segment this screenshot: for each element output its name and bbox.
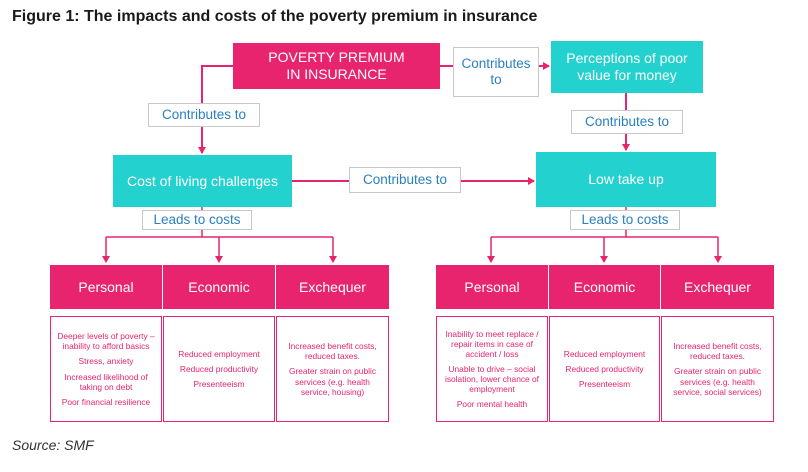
leads-to-costs-label-left: Leads to costs: [142, 210, 252, 230]
contributes-to-label-middle: Contributes to: [349, 167, 461, 193]
detail-item: Presenteeism: [193, 379, 245, 390]
figure-title: Figure 1: The impacts and costs of the p…: [12, 8, 538, 25]
detail-item: Deeper levels of poverty – inability to …: [57, 331, 155, 352]
detail-item: Reduced employment: [178, 348, 260, 359]
contributes-to-label-top: Contributes to: [453, 47, 539, 97]
detail-item: Stress, anxiety: [78, 356, 134, 367]
left-category-economic: Economic: [163, 265, 275, 309]
detail-item: Poor mental health: [456, 399, 528, 410]
perceptions-node: Perceptions of poor value for money: [551, 41, 703, 93]
detail-item: Reduced employment: [563, 348, 646, 359]
detail-item: Increased benefit costs, reduced taxes.: [288, 341, 377, 362]
left-category-exchequer: Exchequer: [276, 265, 389, 309]
detail-item: Inability to meet replace / repair items…: [445, 328, 539, 359]
right-category-personal: Personal: [436, 265, 548, 309]
detail-item: Reduced productivity: [565, 363, 644, 374]
right-detail-personal: Inability to meet replace / repair items…: [436, 316, 548, 422]
right-category-exchequer: Exchequer: [661, 265, 774, 309]
detail-item: Greater strain on public services (e.g. …: [288, 366, 377, 397]
right-detail-economic: Reduced employment Reduced productivity …: [549, 316, 660, 422]
detail-item: Increased likelihood of taking on debt: [64, 371, 148, 392]
left-detail-personal: Deeper levels of poverty – inability to …: [50, 316, 162, 422]
contributes-to-label-left: Contributes to: [148, 103, 260, 127]
detail-item: Greater strain on public services (e.g. …: [673, 366, 762, 397]
contributes-to-label-right: Contributes to: [571, 110, 683, 134]
left-detail-exchequer: Increased benefit costs, reduced taxes. …: [276, 316, 389, 422]
detail-item: Poor financial resilience: [61, 396, 151, 407]
left-category-personal: Personal: [50, 265, 162, 309]
detail-item: Unable to drive – social isolation, lowe…: [444, 363, 540, 395]
detail-item: Reduced productivity: [179, 363, 259, 374]
source-note: Source: SMF: [12, 437, 94, 453]
low-take-up-node: Low take up: [536, 152, 716, 207]
poverty-premium-node: POVERTY PREMIUM IN INSURANCE: [233, 43, 440, 89]
detail-item: Presenteeism: [578, 379, 631, 390]
right-detail-exchequer: Increased benefit costs, reduced taxes. …: [661, 316, 774, 422]
cost-of-living-node: Cost of living challenges: [113, 155, 292, 207]
leads-to-costs-label-right: Leads to costs: [570, 210, 680, 230]
left-detail-economic: Reduced employment Reduced productivity …: [163, 316, 275, 422]
right-category-economic: Economic: [549, 265, 660, 309]
detail-item: Increased benefit costs, reduced taxes.: [673, 341, 762, 362]
